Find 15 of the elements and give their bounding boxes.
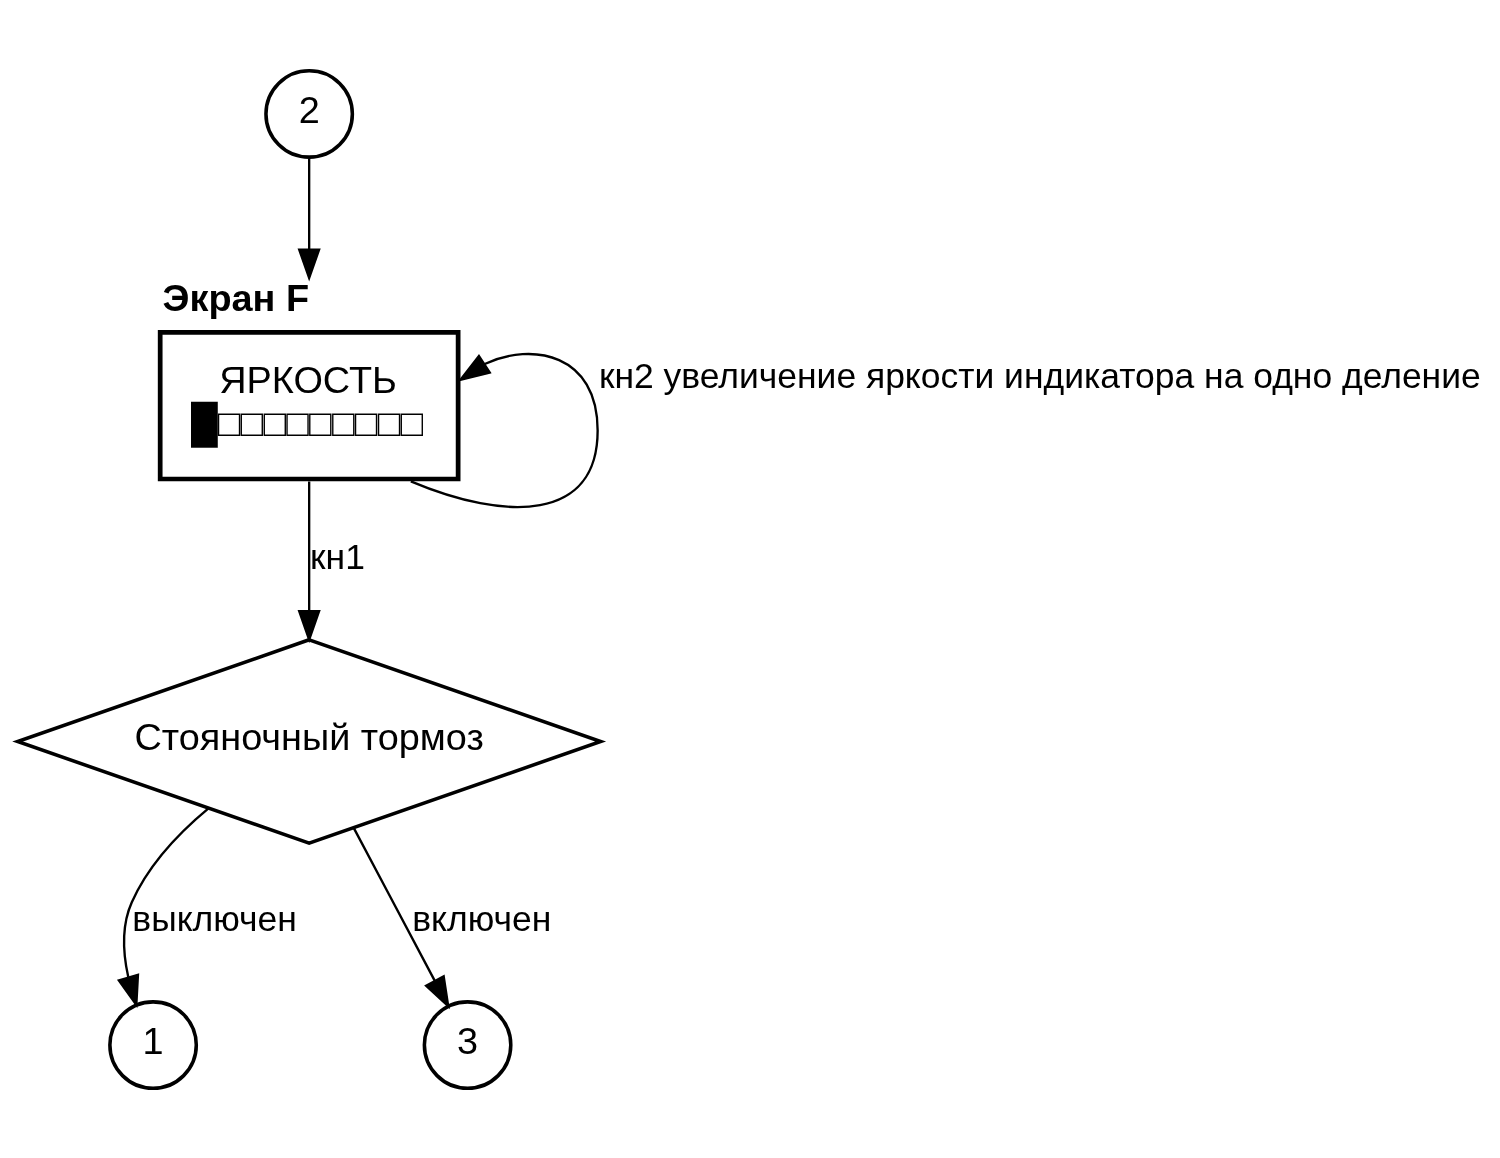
edge-label: включен [412,898,552,939]
node-circle: 1 [108,999,199,1090]
arrow [116,806,210,1008]
node-box: ЯРКОСТЬ █□□□□□□□□□ [157,329,461,481]
node-circle: 2 [264,68,355,159]
arrow [352,826,450,1009]
arrow [297,481,321,643]
node-label: Экран F [162,276,310,319]
node-circle: 3 [422,999,513,1090]
arrow [410,352,599,508]
node-diamond: Стояночный тормоз [12,637,607,845]
arrow [297,157,321,282]
edge-label: выключен [132,898,297,939]
edge-label: кн1 [310,536,365,577]
edge-label: кн2 увеличение яркости индикатора на одно деление [598,355,1481,396]
